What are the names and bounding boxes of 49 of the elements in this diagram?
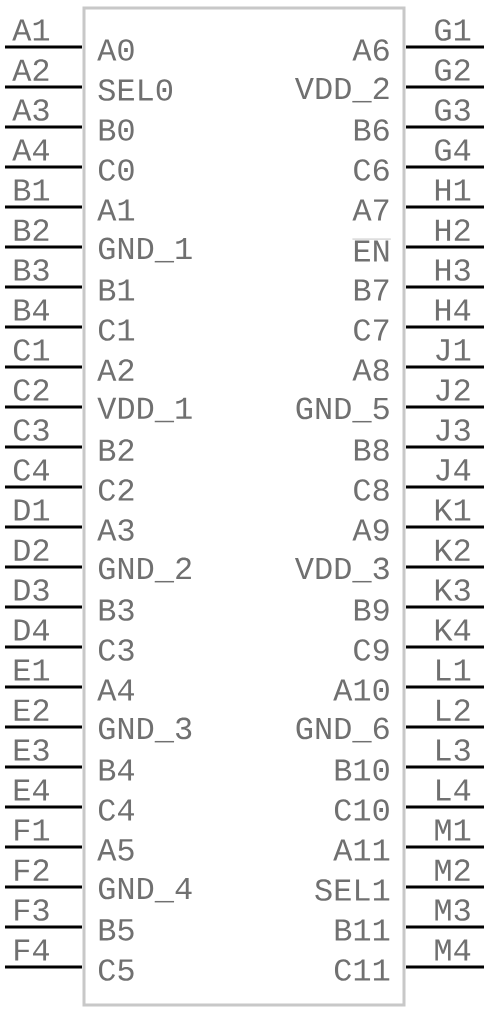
pin-number: G3: [435, 99, 470, 121]
pin-number: J3: [436, 419, 470, 441]
pin-number: H3: [435, 259, 470, 281]
pin-number: B4: [14, 299, 49, 321]
pin-number: J2: [436, 379, 470, 401]
pin-number: K2: [435, 539, 470, 561]
pin-number: C2: [13, 379, 49, 401]
pin-number: L1: [437, 659, 471, 681]
pin-number: L2: [437, 699, 470, 721]
pin-number: B1: [14, 179, 50, 201]
pin-number: H2: [435, 219, 470, 241]
pin-number: E3: [14, 739, 49, 761]
pin-number: A3: [12, 99, 49, 121]
pin-number: A2: [12, 59, 49, 81]
pin-number: D4: [14, 619, 49, 641]
pin-number: K1: [435, 499, 471, 521]
pin-number: C1: [13, 339, 50, 361]
pin-number: D3: [14, 579, 49, 601]
pin-number: A1: [12, 19, 50, 41]
pin-number: A4: [12, 139, 49, 161]
pin-number: G4: [435, 139, 471, 161]
pin-number: B3: [14, 259, 49, 281]
pin-number: E2: [14, 699, 49, 721]
pin-number: M4: [435, 939, 471, 961]
pin-number: F2: [15, 859, 49, 881]
pin-number: D1: [14, 499, 50, 521]
pin-number: C4: [13, 459, 49, 481]
pin-number: J4: [436, 459, 471, 481]
pin-number: M3: [435, 899, 470, 921]
pin-number: M2: [435, 859, 470, 881]
pin-number: F4: [15, 939, 49, 961]
pin-number: G2: [435, 59, 470, 81]
pin-number: K3: [435, 579, 470, 601]
pin-number: H4: [435, 299, 471, 321]
chip-body: A0 A6 SEL0 VDD_2 B0 B6 C0 C6 A1 A7 GND_1 EN B1 B7 C1 C7 A2 A8 VDD_1 GND_5 B2 B8 C2 C8 A3 A9 GND_2 VDD_3 B3 B9 C3 C9 A4 A10 GND_3 GND_6 B4 B10 C4 C10 A5 A11 GND_4 SEL1 B5 B11 C5 C11: [82, 6, 406, 1007]
pin-number: F3: [15, 899, 49, 921]
pin-number: D2: [14, 539, 49, 561]
pin-number: F1: [15, 819, 50, 841]
pin-number: L3: [437, 739, 470, 761]
pin-number: J1: [436, 339, 471, 361]
pin-number: C3: [13, 419, 49, 441]
pin-number: L4: [437, 779, 471, 801]
pin-number: E4: [14, 779, 49, 801]
pin-number: E1: [14, 659, 50, 681]
pin-number: G1: [435, 19, 471, 41]
pin-number: H1: [435, 179, 471, 201]
pin-number: K4: [435, 619, 471, 641]
pin-number: B2: [14, 219, 49, 241]
pin-number: M1: [435, 819, 471, 841]
